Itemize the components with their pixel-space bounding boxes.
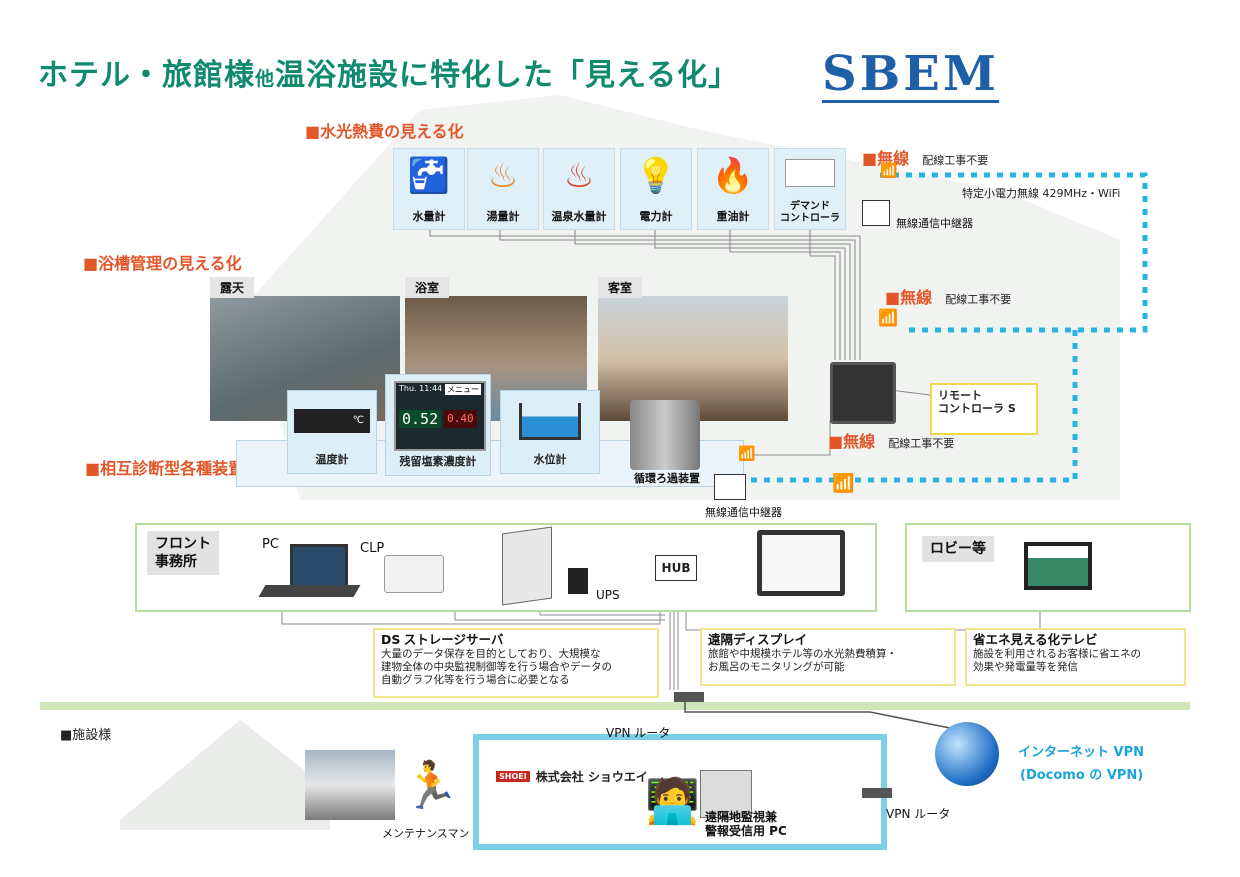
lobby-label: ロビー等 xyxy=(922,536,994,562)
sbem-logo: SBEM xyxy=(822,46,999,103)
clp-label: CLP xyxy=(360,541,385,556)
lobby-tv xyxy=(1024,542,1092,590)
section-diag: ■相互診断型各種装置 xyxy=(85,459,245,478)
hub-box: HUB xyxy=(655,555,697,581)
meter-hotspring: ♨ 温泉水量計 xyxy=(543,148,615,230)
remote-controller-label: リモート コントローラ S xyxy=(930,383,1038,435)
maintenance-label: メンテナンスマン xyxy=(382,827,470,840)
temp-display: ℃ xyxy=(294,409,370,433)
antenna-icon: 📶 xyxy=(738,446,756,462)
divider-bar xyxy=(40,702,1190,710)
relay-label-2: 無線通信中継器 xyxy=(705,506,782,519)
wireless-spec: 特定小電力無線 429MHz・WiFi xyxy=(962,187,1121,200)
desc-storage: DS ストレージサーバ 大量のデータ保存を目的としており、大規模な 建物全体の中… xyxy=(373,628,659,698)
filter-label: 循環ろ過装置 xyxy=(634,472,700,485)
pc-label: PC xyxy=(262,537,279,552)
remote-controller-device xyxy=(830,362,896,424)
section-bath: ■浴槽管理の見える化 xyxy=(83,254,242,273)
vpn-router-2 xyxy=(862,788,892,798)
page-title: ホテル・旅館様他温浴施設に特化した「見える化」 xyxy=(38,58,740,93)
meter-demand: デマンド コントローラ xyxy=(774,148,846,230)
meter-water: 🚰 水量計 xyxy=(393,148,465,230)
docomo-vpn-label: (Docomo の VPN) xyxy=(1020,768,1144,783)
sensor-temp: ℃ 温度計 xyxy=(287,390,377,474)
remote-display-device xyxy=(757,530,845,596)
operator-icon: 🧑‍💻 xyxy=(645,776,700,827)
internet-vpn-label: インターネット VPN xyxy=(1018,745,1144,760)
wireless-route-top xyxy=(880,172,1148,333)
section-utility: ■水光熱費の見える化 xyxy=(305,122,464,141)
vpn-router-label-1: VPN ルータ xyxy=(606,726,671,740)
flame-icon: 🔥 xyxy=(711,156,755,196)
company-logo: SHOEI 株式会社 ショウエイ xyxy=(496,768,648,785)
monitor-pc-label: 遠隔地監視兼 警報受信用 PC xyxy=(705,810,787,838)
meter-hotwater: ♨ 湯量計 xyxy=(467,148,539,230)
relay-box-2 xyxy=(714,474,746,500)
relay-label-1: 無線通信中継器 xyxy=(896,217,973,230)
desc-tv: 省エネ見える化テレビ 施設を利用されるお客様に省エネの 効果や発電量等を発信 xyxy=(965,628,1186,686)
hot-spring-icon: ♨ xyxy=(563,156,595,196)
filter-device xyxy=(630,400,700,470)
meter-power: 💡 電力計 xyxy=(620,148,692,230)
antenna-icon: 📶 xyxy=(878,308,898,327)
facility-house-shape xyxy=(120,720,330,830)
pc-monitor xyxy=(290,544,348,590)
storage-server xyxy=(502,526,552,606)
antenna-icon: 📶 xyxy=(880,163,898,179)
vpn-router-label-2: VPN ルータ xyxy=(886,807,951,821)
ups-label: UPS xyxy=(596,588,620,602)
ups-device xyxy=(568,568,588,594)
antenna-icon: 📶 xyxy=(832,473,855,494)
vans-photo xyxy=(305,750,395,820)
desc-display: 遠隔ディスプレイ 旅館や中規模ホテル等の水光熱費積算・ お風呂のモニタリングが可… xyxy=(700,628,956,686)
front-office-label: フロント 事務所 xyxy=(147,531,219,575)
controller-icon xyxy=(775,157,845,189)
maintenance-person-icon: 🏃 xyxy=(402,758,460,812)
lightbulb-icon: 💡 xyxy=(634,156,678,196)
globe-icon xyxy=(935,722,999,786)
vpn-router-1 xyxy=(674,692,704,702)
vpn-line xyxy=(684,700,961,731)
water-tank-icon xyxy=(519,403,581,440)
facility-label: ■施設様 xyxy=(60,728,112,743)
hot-faucet-icon: ♨ xyxy=(487,156,519,196)
photo-label-outdoor: 露天 xyxy=(210,277,255,298)
pc-keyboard xyxy=(258,585,361,597)
printer xyxy=(384,555,444,593)
monitor-pc xyxy=(700,770,752,818)
photo-label-bathroom: 浴室 xyxy=(405,277,450,298)
relay-box-1 xyxy=(862,200,890,226)
wireless-route-bottom xyxy=(745,330,1078,483)
wireless-label-1: ■無線 配線工事不要 xyxy=(862,149,989,168)
faucet-icon: 🚰 xyxy=(407,156,451,196)
photo-label-guestroom: 客室 xyxy=(598,277,643,298)
sensor-level: 水位計 xyxy=(500,390,600,474)
wireless-label-3: ■無線 配線工事不要 xyxy=(828,432,955,451)
meter-oil: 🔥 重油計 xyxy=(697,148,769,230)
wireless-label-2: ■無線 配線工事不要 xyxy=(885,288,1012,307)
